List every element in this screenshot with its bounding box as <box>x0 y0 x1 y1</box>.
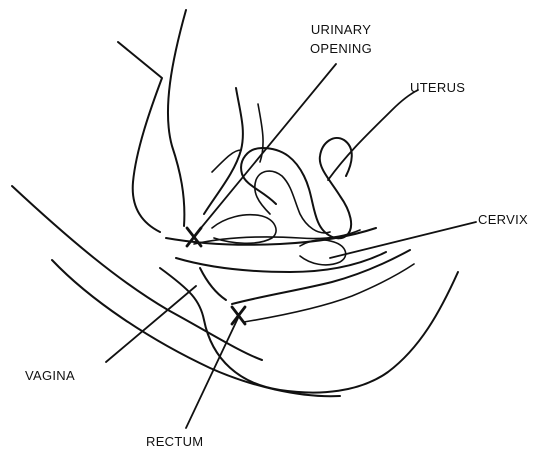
back-outline <box>12 186 262 360</box>
rectum-outline <box>232 250 410 304</box>
buttock-outline <box>52 260 340 396</box>
uterus-outline <box>241 138 352 238</box>
urinary-opening-label-line1: URINARY <box>293 20 389 39</box>
urinary-opening-label: URINARY OPENING <box>293 20 389 58</box>
vagina-label: VAGINA <box>25 366 75 385</box>
rectum-marker <box>232 307 245 324</box>
cervix-outline <box>300 240 346 265</box>
perineum-outline <box>200 268 226 300</box>
uterus-leader <box>328 90 418 180</box>
upper-arm-back-outline <box>168 10 186 226</box>
rectum-outline-lower <box>244 264 414 322</box>
cervix-label: CERVIX <box>478 210 528 229</box>
rectum-label: RECTUM <box>146 432 203 451</box>
uterus-label: UTERUS <box>410 78 465 97</box>
urinary-opening-label-line2: OPENING <box>293 39 389 58</box>
vagina-canal-lower <box>176 252 386 272</box>
vagina-leader <box>106 286 196 362</box>
upper-arm-outline <box>118 42 162 232</box>
urinary-opening-leader <box>196 64 336 234</box>
